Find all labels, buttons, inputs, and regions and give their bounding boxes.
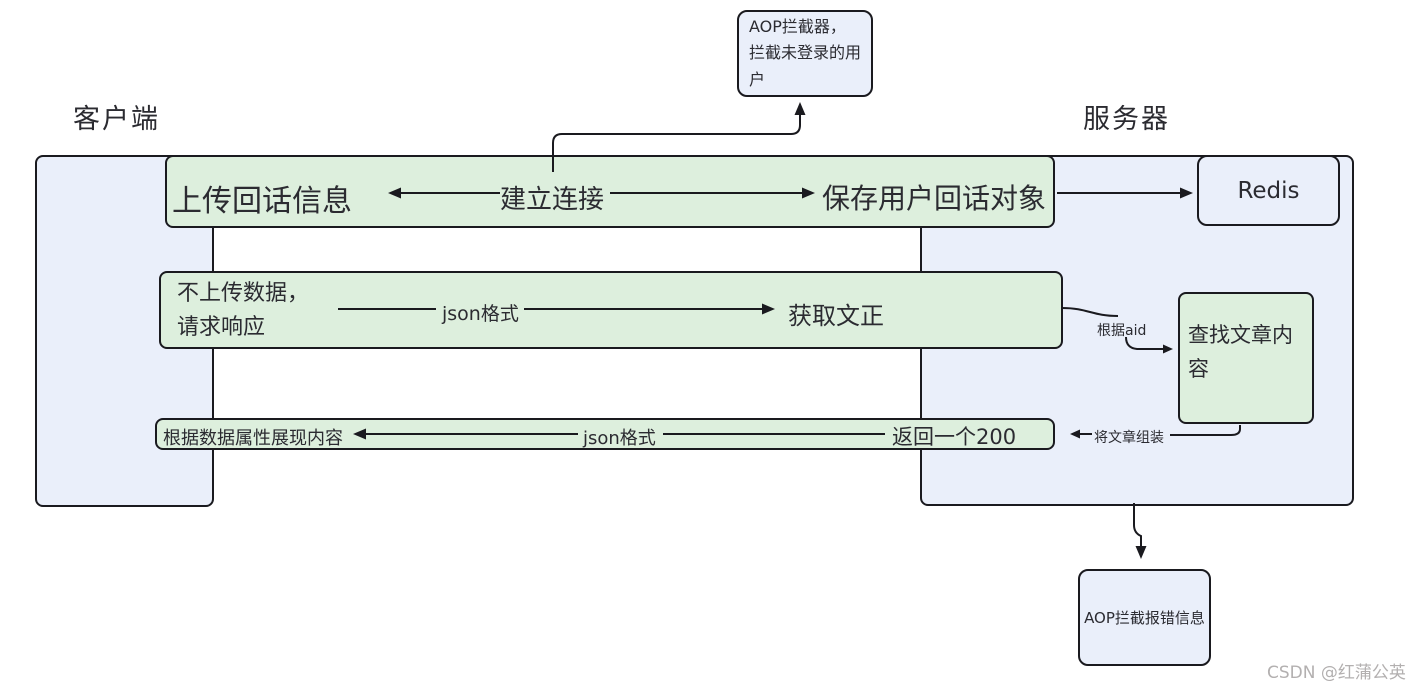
- establish-connection-text: 建立连接: [500, 185, 605, 215]
- step-row-request-response: [159, 271, 1063, 349]
- upload-session-info-text: 上传回话信息: [172, 184, 352, 219]
- step-row-render-content: [155, 418, 1055, 450]
- watermark: CSDN @红蒲公英: [1267, 663, 1406, 683]
- json-format-label-row2: json格式: [442, 303, 519, 325]
- server-to-aop-error-arrow: [1133, 503, 1147, 559]
- server-label: 服务器: [1083, 104, 1170, 135]
- json-format-label-row3: json格式: [583, 428, 656, 449]
- no-upload-data-text: 不上传数据，: [177, 281, 310, 306]
- assemble-article-edge-label: 将文章组装: [1094, 430, 1164, 446]
- aop-error-node: AOP拦截报错信息: [1084, 609, 1205, 627]
- save-user-session-text: 保存用户回话对象: [822, 182, 1047, 215]
- request-response-text: 请求响应: [177, 315, 266, 340]
- find-article-node: 查找文章内容: [1188, 323, 1293, 381]
- redis-node: Redis: [1237, 177, 1300, 204]
- aop-interceptor-node: AOP拦截器，拦截未登录的用户: [749, 16, 862, 89]
- get-article-text: 获取文正: [788, 302, 884, 330]
- client-label: 客户端: [73, 104, 160, 135]
- render-by-data-attr-text: 根据数据属性展现内容: [163, 428, 343, 449]
- return-200-text: 返回一个200: [892, 425, 1017, 449]
- by-aid-edge-label: 根据aid: [1097, 323, 1147, 339]
